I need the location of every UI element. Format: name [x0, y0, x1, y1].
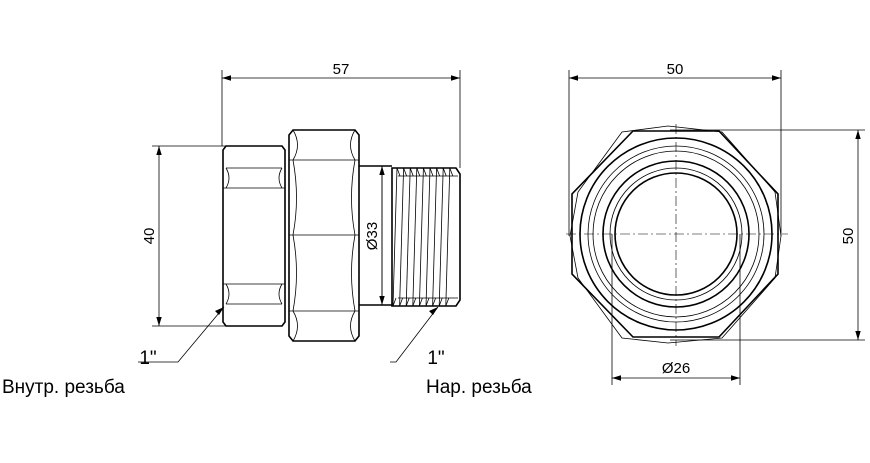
- dim-thread-diameter: Ø33: [364, 222, 381, 250]
- dim-side-length: 57: [333, 61, 350, 78]
- internal-thread-label: Внутр. резьба: [2, 377, 125, 398]
- front-dimensions: 50 50 Ø26: [568, 61, 865, 385]
- external-thread: [391, 167, 461, 307]
- callouts: 1" Внутр. резьба 1" Нар. резьба: [2, 306, 532, 398]
- external-thread-size: 1": [427, 348, 444, 369]
- dim-side-height: 40: [141, 228, 158, 245]
- dim-bore-diameter: Ø26: [662, 360, 690, 377]
- dim-front-width: 50: [667, 61, 684, 78]
- external-thread-label: Нар. резьба: [426, 377, 532, 398]
- front-view: [566, 124, 788, 346]
- side-view: [222, 129, 461, 342]
- left-hex-nut: [222, 145, 286, 327]
- internal-thread-size: 1": [139, 348, 156, 369]
- middle-hex-nut: [288, 129, 360, 342]
- dim-front-height: 50: [840, 228, 857, 245]
- side-dimensions: 57 40 Ø33: [141, 61, 461, 327]
